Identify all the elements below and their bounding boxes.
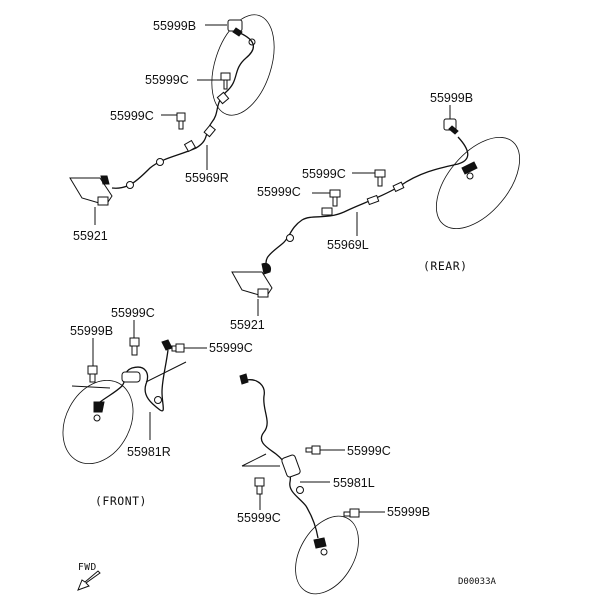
front-left-bolt-c-top bbox=[129, 337, 140, 356]
label-rear-left-bracket: 55921 bbox=[73, 229, 108, 243]
front-right-bolt-c-top bbox=[305, 445, 321, 455]
rear-left-harness-cable bbox=[111, 32, 254, 189]
rear-left-bolt-c2 bbox=[176, 112, 186, 130]
label-front-right-c-bottom: 55999C bbox=[237, 511, 281, 525]
rear-right-harness-cable bbox=[265, 136, 469, 271]
front-right-wheel-outline bbox=[295, 515, 359, 595]
label-rear-left-top-b: 55999B bbox=[153, 19, 196, 33]
front-left-bolt-b bbox=[87, 365, 98, 383]
front-left-wheel-sensor bbox=[93, 401, 105, 422]
label-rear-left-c1: 55999C bbox=[145, 73, 189, 87]
front-right-wheel-sensor bbox=[313, 537, 328, 556]
front-left-bolt-c-right bbox=[171, 343, 185, 353]
front-right-sensor-cable bbox=[245, 379, 319, 539]
front-left-assembly bbox=[62, 320, 207, 465]
label-rear-right-bracket: 55921 bbox=[230, 318, 265, 332]
label-front-right-c-top: 55999C bbox=[347, 444, 391, 458]
rear-left-wheel-outline bbox=[211, 14, 275, 116]
rear-right-wheel-sensor bbox=[443, 118, 478, 180]
label-front-left-c-right: 55999C bbox=[209, 341, 253, 355]
rear-left-bolt-c1 bbox=[220, 72, 231, 90]
label-rear-right-c2: 55999C bbox=[257, 185, 301, 199]
label-rear-left-harness: 55969R bbox=[185, 171, 229, 185]
rear-right-bolt-c1 bbox=[374, 169, 386, 187]
label-front-right-sensor: 55981L bbox=[333, 476, 375, 490]
label-front-left-c-top: 55999C bbox=[111, 306, 155, 320]
diagram-code: D00033A bbox=[458, 577, 497, 587]
rear-right-bracket bbox=[231, 263, 273, 298]
front-left-sensor-cable bbox=[99, 349, 169, 412]
fwd-arrow-icon bbox=[77, 570, 101, 591]
label-rear-right-b: 55999B bbox=[430, 91, 473, 105]
label-front-left-sensor: 55981R bbox=[127, 445, 171, 459]
rear-left-assembly bbox=[69, 14, 275, 225]
front-right-bolt-c-bottom bbox=[254, 477, 265, 495]
rear-right-bolt-c2 bbox=[329, 189, 341, 207]
label-front-section: (FRONT) bbox=[95, 494, 147, 508]
front-right-assembly bbox=[239, 373, 385, 595]
label-rear-right-c1: 55999C bbox=[302, 167, 346, 181]
rear-left-bracket bbox=[69, 175, 113, 206]
label-front-left-b: 55999B bbox=[70, 324, 113, 338]
label-rear-right-harness: 55969L bbox=[327, 238, 369, 252]
label-rear-left-c2: 55999C bbox=[110, 109, 154, 123]
fwd-label: FWD bbox=[78, 562, 97, 573]
forward-direction-indicator: FWD bbox=[77, 562, 101, 591]
front-right-bolt-b bbox=[343, 508, 360, 518]
label-rear-section: (REAR) bbox=[423, 259, 468, 273]
label-front-right-b: 55999B bbox=[387, 505, 430, 519]
rear-right-wheel-outline bbox=[435, 136, 521, 230]
front-left-wheel-outline bbox=[62, 379, 134, 465]
rear-right-assembly bbox=[231, 105, 521, 316]
